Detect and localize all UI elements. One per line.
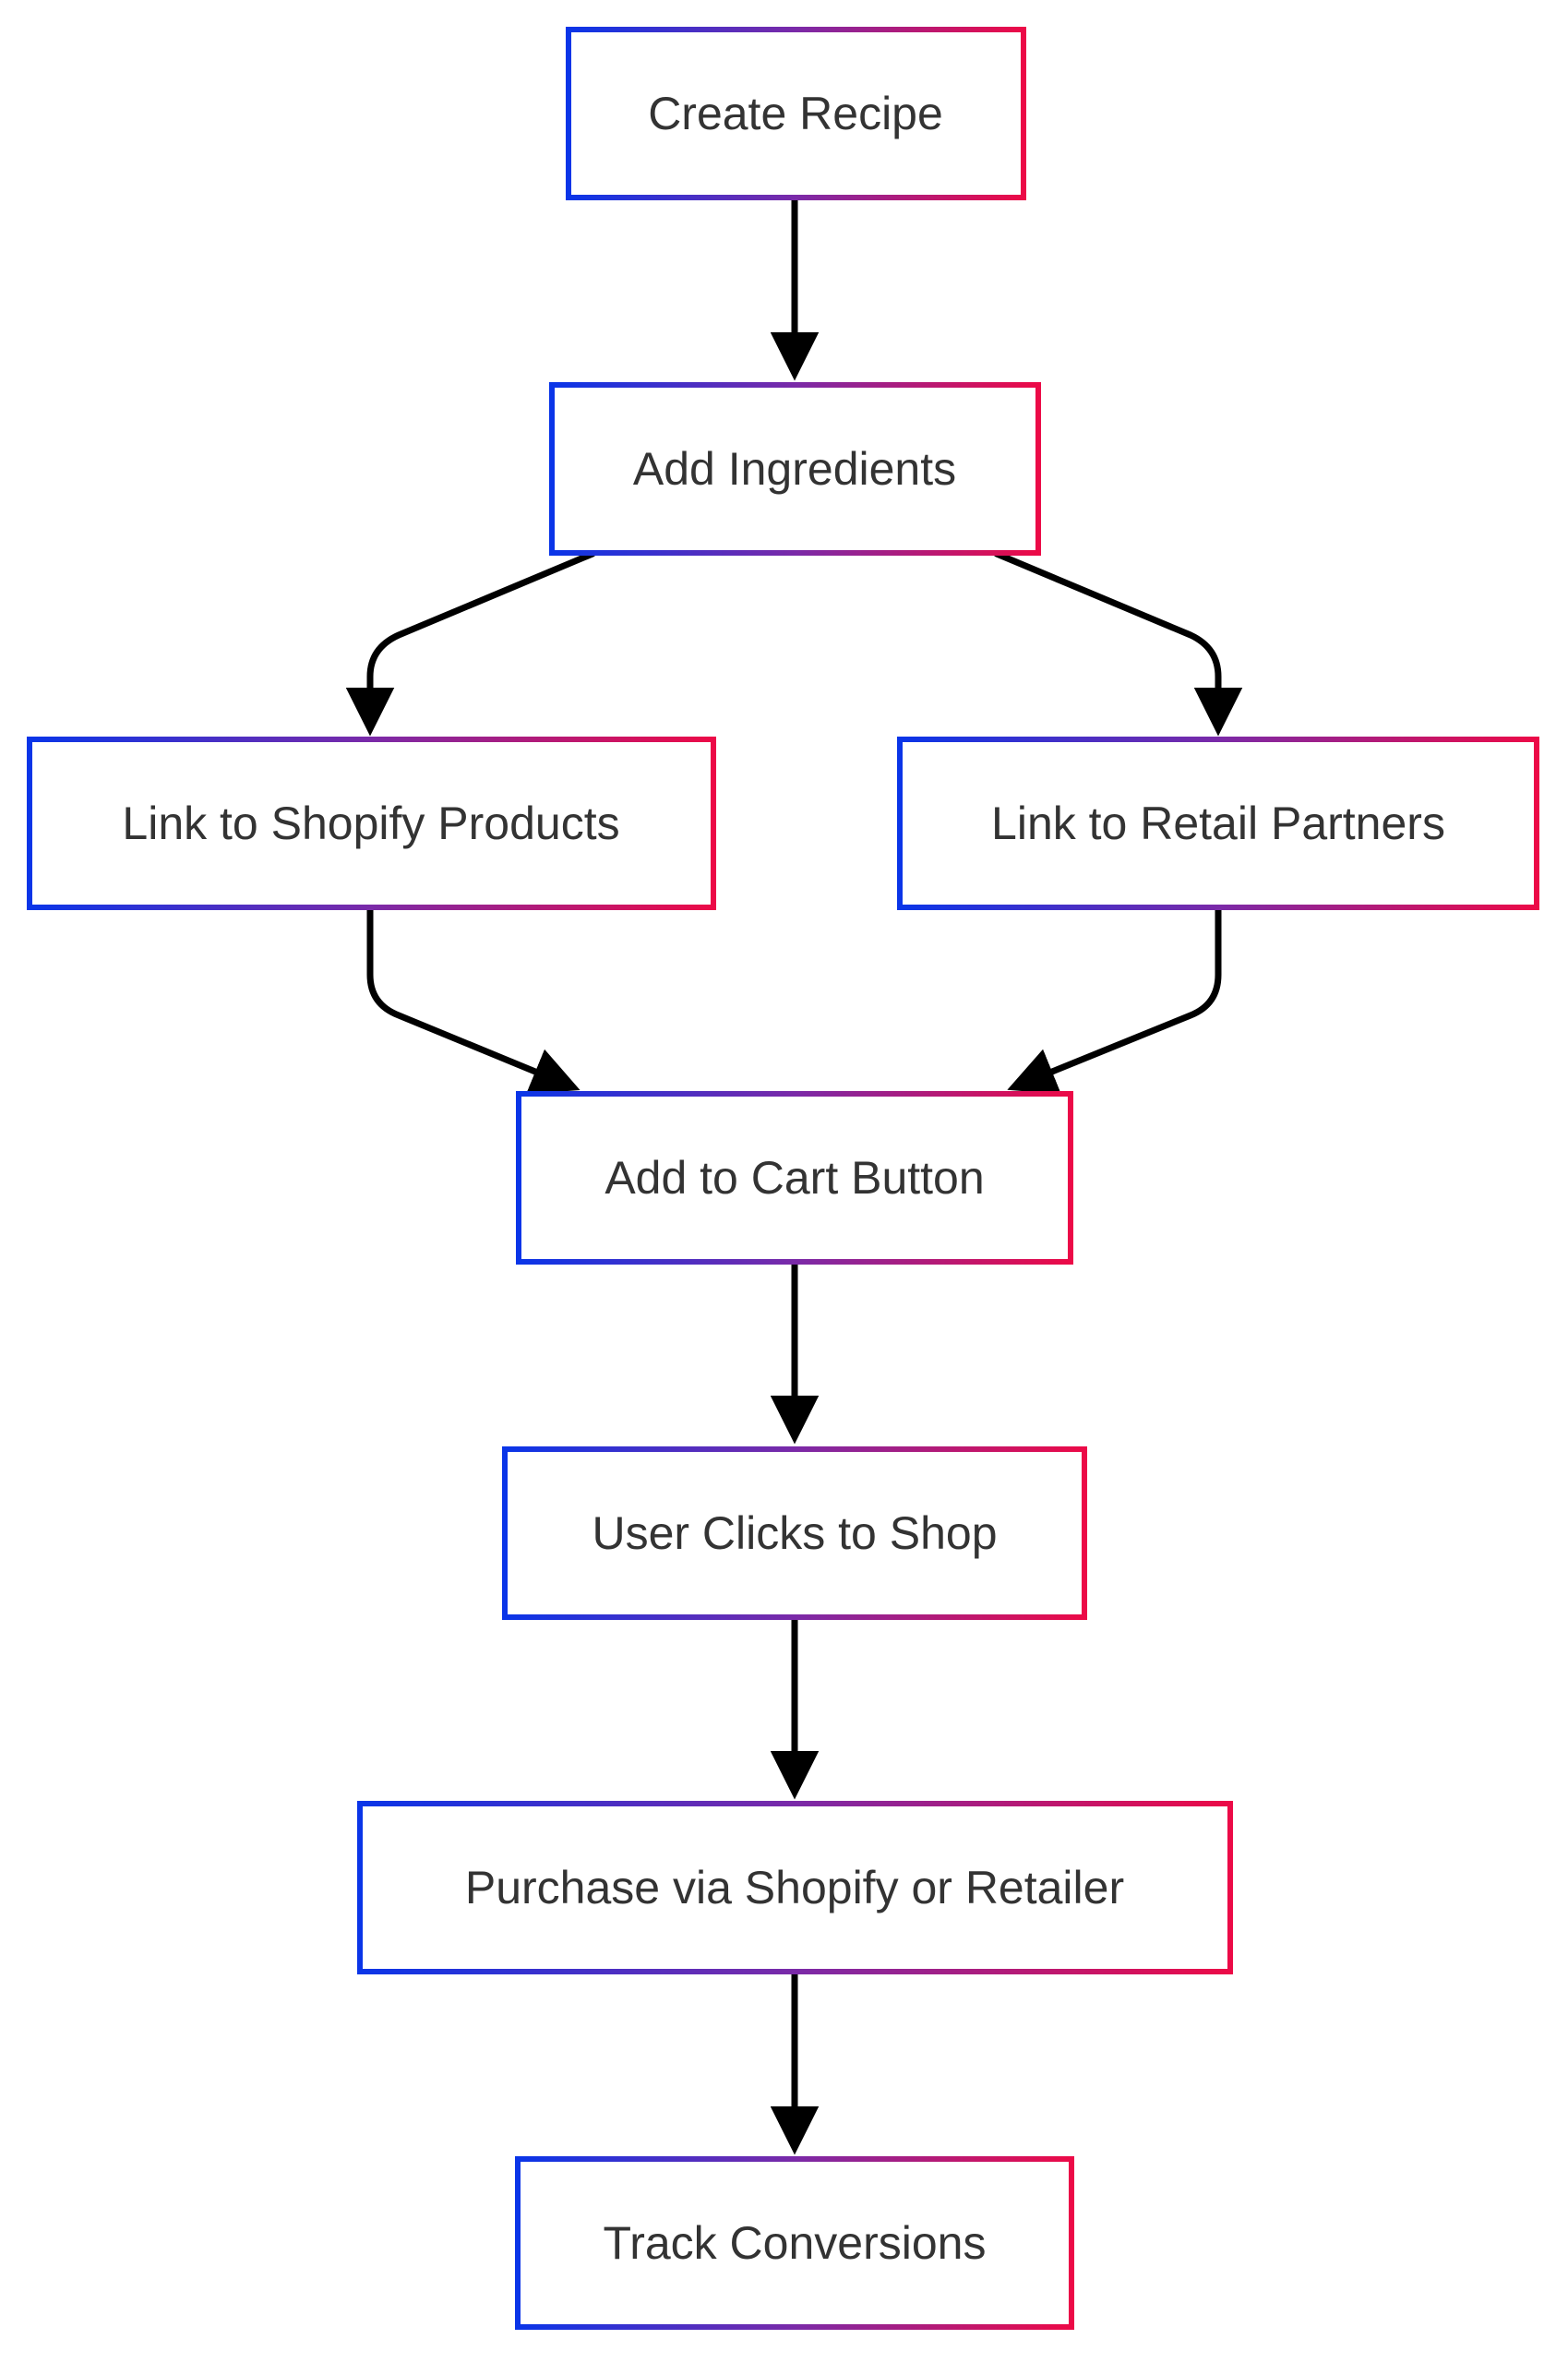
edge-add-ingredients-to-link-shopify [345, 550, 596, 737]
node-label-track: Track Conversions [604, 2217, 987, 2269]
node-track: Track Conversions [515, 2156, 1074, 2330]
node-create-recipe: Create Recipe [566, 27, 1026, 200]
node-user-clicks: User Clicks to Shop [502, 1446, 1087, 1620]
node-add-ingredients: Add Ingredients [549, 382, 1041, 556]
edge-add-ingredients-to-link-retail [993, 550, 1243, 737]
node-label-add-ingredients: Add Ingredients [633, 443, 956, 495]
node-link-retail: Link to Retail Partners [897, 737, 1539, 910]
node-add-to-cart: Add to Cart Button [516, 1091, 1073, 1265]
node-label-create-recipe: Create Recipe [648, 88, 943, 139]
edge-link-shopify-to-add-to-cart [366, 905, 581, 1095]
node-label-link-shopify: Link to Shopify Products [122, 798, 619, 849]
node-label-user-clicks: User Clicks to Shop [592, 1507, 997, 1559]
node-label-purchase: Purchase via Shopify or Retailer [465, 1862, 1124, 1913]
edge-link-retail-to-add-to-cart [1007, 905, 1222, 1095]
node-label-add-to-cart: Add to Cart Button [604, 1152, 984, 1204]
nodes-layer: Create Recipe Add Ingredients Link to Sh… [27, 27, 1539, 2330]
node-link-shopify: Link to Shopify Products [27, 737, 716, 910]
edges-layer [345, 196, 1243, 2155]
node-label-link-retail: Link to Retail Partners [991, 798, 1445, 849]
node-purchase: Purchase via Shopify or Retailer [357, 1801, 1233, 1974]
